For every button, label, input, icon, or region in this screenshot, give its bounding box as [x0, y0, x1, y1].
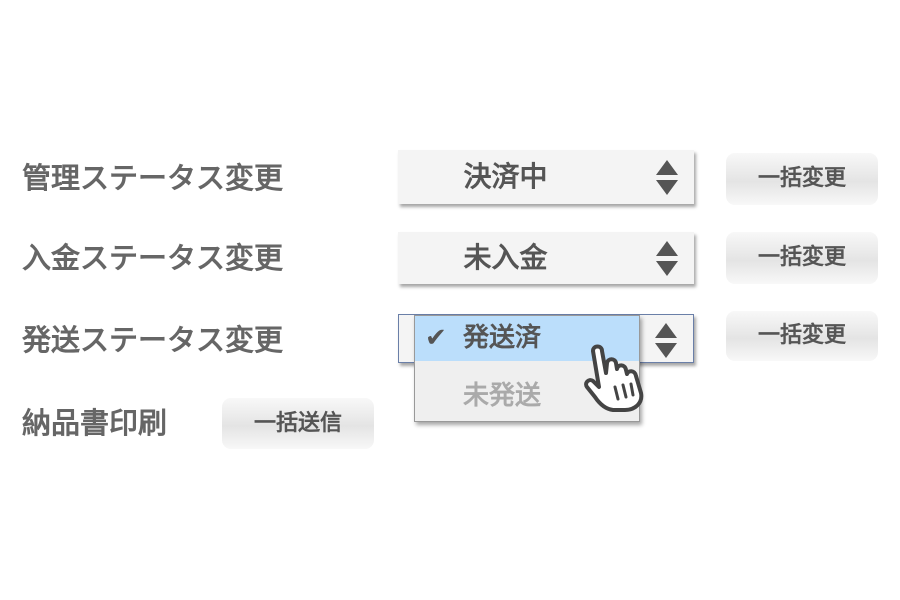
bulk-change-button-payment[interactable]: 一括変更 — [726, 232, 878, 284]
label-management-status: 管理ステータス変更 — [22, 161, 284, 195]
label-payment-status: 入金ステータス変更 — [22, 241, 284, 275]
label-delivery-note-print: 納品書印刷 — [22, 406, 168, 440]
option-not-shipped[interactable]: 未発送 — [463, 381, 542, 411]
check-icon: ✔ — [425, 323, 447, 353]
select-value: 未入金 — [463, 241, 548, 274]
payment-status-select[interactable]: 未入金 — [398, 232, 694, 284]
hand-pointer-icon — [584, 344, 644, 412]
bulk-change-button-shipping[interactable]: 一括変更 — [726, 311, 878, 361]
bulk-send-button[interactable]: 一括送信 — [222, 398, 374, 449]
management-status-select[interactable]: 決済中 — [398, 150, 694, 204]
select-value: 決済中 — [463, 160, 548, 193]
bulk-change-button-management[interactable]: 一括変更 — [726, 153, 878, 205]
label-shipping-status: 発送ステータス変更 — [22, 323, 284, 357]
